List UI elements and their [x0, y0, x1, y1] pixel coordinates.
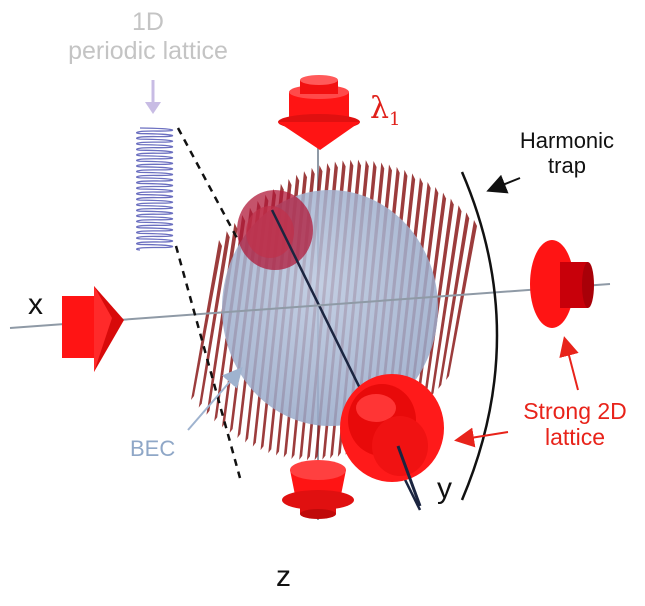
right-laser-beam-icon: [530, 240, 594, 328]
label-1d-line2: periodic lattice: [68, 36, 228, 65]
spring-lattice-icon: [136, 127, 174, 251]
lambda-symbol: λ: [370, 91, 390, 126]
label-strong-2d-lattice: Strong 2D lattice: [508, 398, 642, 451]
label-harmonic-line1: Harmonic: [519, 128, 615, 153]
strong-lattice-arrow-icon: [454, 427, 509, 448]
label-1d-line1: 1D: [132, 8, 164, 36]
label-1d-periodic-lattice: 1D periodic lattice: [48, 8, 248, 66]
lattice-sheet: [422, 198, 454, 405]
lattice-sheet: [446, 220, 477, 380]
harmonic-trap-arc: [460, 171, 499, 501]
lattice-sheet: [198, 231, 230, 408]
lattice-sheet: [430, 205, 462, 398]
harmonic-arrow-icon: [486, 174, 521, 194]
strong-lattice-arrow-icon: [559, 336, 579, 391]
projection-dashed-line: [176, 127, 240, 241]
label-lambda1: λ1: [370, 91, 401, 131]
projection-dashed-line: [174, 245, 242, 479]
lattice-pointer-arrow-icon: [145, 80, 161, 114]
bec-arrow-icon: [187, 366, 243, 431]
bottom-laser-beam-icon: [282, 460, 354, 519]
front-laser-beam-icon: [340, 374, 444, 507]
lattice-sheet: [191, 240, 222, 400]
label-harmonic-trap: Harmonic trap: [492, 128, 642, 179]
label-harmonic-line2: trap: [548, 153, 586, 179]
label-bec: BEC: [130, 436, 176, 461]
label-y-axis: y: [437, 472, 452, 505]
label-strong-line2: lattice: [544, 424, 606, 451]
label-x-axis: x: [28, 288, 43, 321]
label-z-axis: z: [276, 560, 291, 593]
top-laser-beam-icon: [278, 75, 360, 150]
back-laser-beam-icon: [237, 190, 313, 270]
label-strong-line1: Strong 2D: [523, 398, 627, 424]
lattice-sheet: [438, 212, 470, 389]
left-laser-beam-icon: [62, 286, 124, 372]
lambda-subscript: 1: [389, 109, 401, 130]
